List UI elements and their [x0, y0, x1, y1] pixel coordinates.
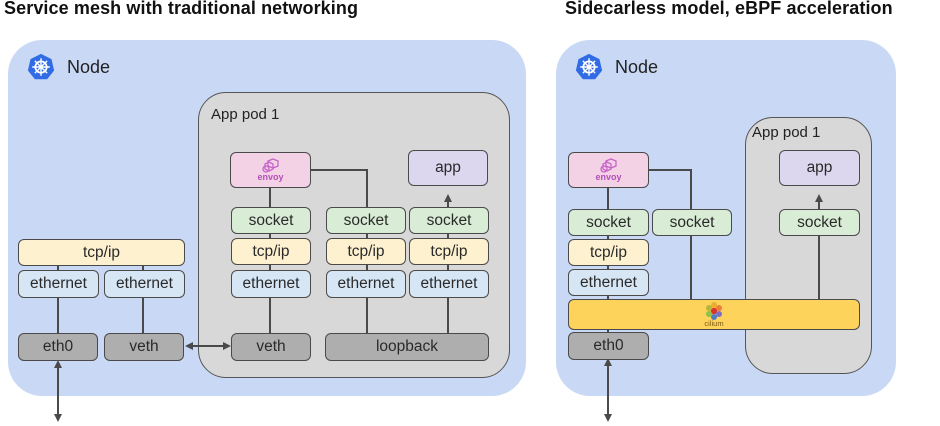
left-pod-label: App pod 1: [211, 106, 280, 123]
node-title: Node: [67, 56, 111, 77]
left-node-ethernet-1: ethernet: [18, 270, 99, 298]
left-tcpip-3: tcp/ip: [409, 238, 489, 265]
left-tcpip-2: tcp/ip: [326, 238, 406, 265]
envoy-label: envoy: [595, 172, 622, 182]
right-diagram-title: Sidecarless model, eBPF acceleration: [565, 0, 893, 18]
left-app-pod: [198, 92, 510, 378]
kubernetes-icon: [27, 53, 55, 80]
left-ethernet-1: ethernet: [231, 270, 311, 298]
right-tcpip-1: tcp/ip: [568, 239, 649, 266]
left-app: app: [408, 150, 488, 186]
node-title: Node: [615, 56, 659, 77]
left-loopback: loopback: [325, 333, 489, 361]
left-eth0: eth0: [18, 333, 98, 361]
right-socket-1: socket: [568, 209, 649, 236]
left-socket-3: socket: [409, 207, 489, 234]
right-socket-2: socket: [652, 209, 732, 236]
cilium-ebpf-layer: cilium: [568, 299, 860, 330]
left-pod-veth: veth: [231, 333, 311, 361]
left-node-tcpip: tcp/ip: [18, 239, 185, 266]
left-node-label: Node: [27, 53, 110, 81]
left-node-ethernet-2: ethernet: [104, 270, 185, 298]
line-envoy-socket2-right: [648, 169, 692, 300]
right-eth0: eth0: [568, 332, 649, 360]
right-pod-label: App pod 1: [752, 124, 821, 141]
right-envoy-proxy: envoy: [568, 152, 649, 188]
line-envoy-socket2: [310, 169, 368, 207]
right-node-label: Node: [575, 53, 658, 81]
cilium-label: cilium: [704, 318, 724, 328]
envoy-icon: [261, 158, 279, 173]
left-socket-1: socket: [231, 207, 311, 234]
right-socket-pod: socket: [779, 209, 860, 236]
left-tcpip-1: tcp/ip: [231, 238, 311, 265]
right-app: app: [779, 150, 860, 186]
left-node-veth: veth: [104, 333, 184, 361]
left-diagram-title: Service mesh with traditional networking: [4, 0, 359, 18]
left-ethernet-2: ethernet: [326, 270, 406, 298]
envoy-icon: [599, 158, 617, 173]
kubernetes-icon: [575, 53, 603, 80]
cilium-icon: [706, 301, 722, 320]
left-ethernet-3: ethernet: [409, 270, 489, 298]
right-ethernet-1: ethernet: [568, 269, 649, 296]
left-socket-2: socket: [326, 207, 406, 234]
left-envoy-proxy: envoy: [230, 152, 311, 188]
envoy-label: envoy: [257, 172, 284, 182]
